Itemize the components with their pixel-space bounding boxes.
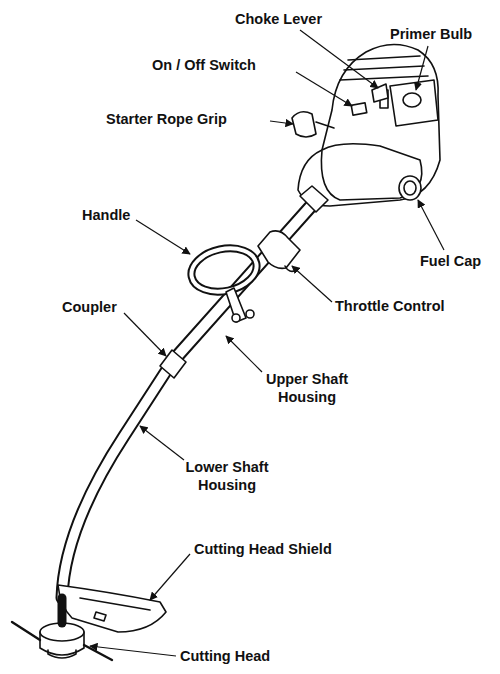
part-label: Choke Lever	[235, 10, 322, 28]
part-label: Cutting Head Shield	[194, 540, 332, 558]
part-label: Coupler	[62, 298, 117, 316]
part-label: Starter Rope Grip	[106, 110, 227, 128]
part-label: Fuel Cap	[420, 252, 481, 270]
part-label: Cutting Head	[180, 647, 270, 665]
part-label: Upper Shaft Housing	[255, 370, 359, 406]
part-label: Lower Shaft Housing	[175, 458, 279, 494]
part-label: Handle	[82, 206, 130, 224]
part-label: Throttle Control	[335, 297, 445, 315]
part-label: Primer Bulb	[390, 25, 472, 43]
part-label: On / Off Switch	[152, 56, 256, 74]
